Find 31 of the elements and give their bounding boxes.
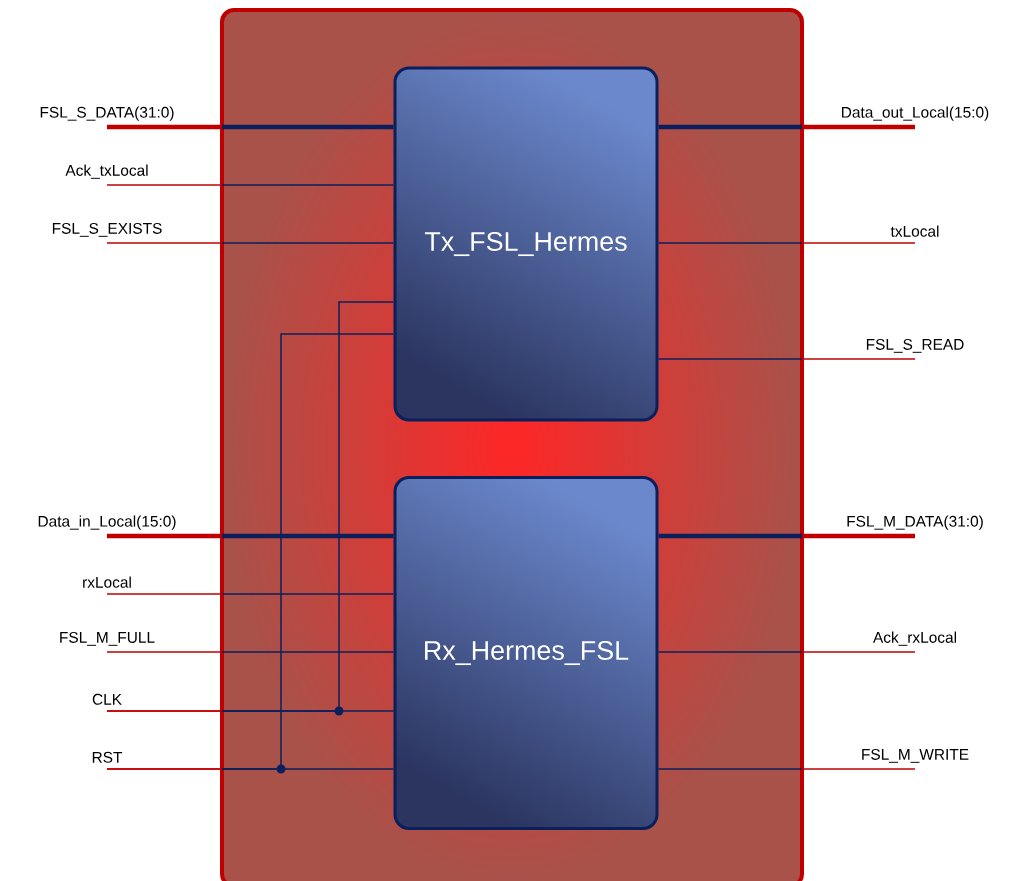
pin-label: txLocal [890, 225, 939, 237]
signal-line [657, 242, 916, 244]
signal-line [106, 651, 395, 653]
pin-label: FSL_S_DATA(31:0) [40, 106, 174, 121]
module-box [220, 8, 804, 881]
signal-line [106, 593, 395, 595]
signal-line [657, 768, 916, 770]
pin-label: FSL_M_DATA(31:0) [847, 515, 983, 530]
pin-label: FSL_S_READ [866, 338, 964, 353]
pin-label: rxLocal [83, 576, 131, 588]
signal-line [106, 242, 395, 244]
pin-label: FSL_S_EXISTS [52, 222, 162, 237]
pin-label: FSL_M_FULL [60, 631, 155, 646]
pin-label: CLK [92, 693, 122, 705]
pin-label: Data_out_Local(15:0) [842, 106, 989, 121]
pin-label: RST [92, 751, 123, 763]
block-box: Tx_FSL_Hermes [393, 66, 659, 422]
signal-line [106, 184, 395, 186]
block-box: Rx_Hermes_FSL [393, 476, 659, 830]
signal-line [658, 124, 915, 130]
pin-label: Data_in_Local(15:0) [38, 515, 176, 530]
signal-line [658, 533, 915, 539]
pin-label: Ack_rxLocal [873, 631, 956, 646]
signal-line [106, 333, 395, 770]
signal-line [657, 358, 916, 360]
pin-label: Ack_txLocal [65, 164, 148, 179]
signal-line [107, 533, 394, 539]
signal-line [657, 651, 916, 653]
signal-line [107, 124, 394, 130]
signal-line [106, 301, 395, 712]
pin-label: FSL_M_WRITE [862, 748, 969, 763]
